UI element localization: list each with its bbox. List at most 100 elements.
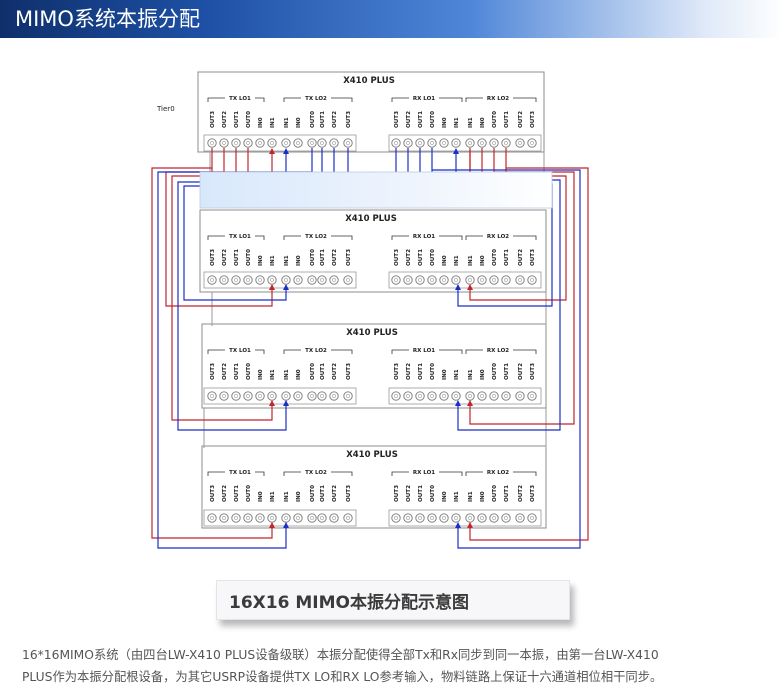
device-label-3: X410 PLUS	[346, 328, 398, 338]
port-label: OUT3	[394, 111, 400, 128]
sma-port-center	[518, 394, 522, 398]
port-label: OUT0	[430, 249, 436, 266]
port-label: OUT1	[504, 111, 510, 128]
group-label-bg	[409, 467, 439, 476]
sma-port-center	[530, 141, 534, 145]
sma-port-center	[418, 141, 422, 145]
sma-port-center	[468, 141, 472, 145]
port-label: OUT2	[406, 485, 412, 502]
group-label-bg	[301, 345, 331, 354]
sma-port-center	[492, 394, 496, 398]
port-label: IN0	[296, 255, 302, 266]
port-label: IN1	[270, 117, 276, 128]
sma-port-center	[406, 516, 410, 520]
sma-port-center	[480, 516, 484, 520]
header-bar: MIMO系统本振分配	[0, 0, 783, 38]
sma-port-center	[442, 516, 446, 520]
sma-port-center	[332, 278, 336, 282]
sma-port-center	[234, 516, 238, 520]
lo-wire-tx	[171, 175, 273, 421]
port-label: OUT3	[394, 363, 400, 380]
port-label: OUT0	[492, 111, 498, 128]
sma-port-center	[310, 516, 314, 520]
port-label: OUT1	[418, 363, 424, 380]
sma-port-center	[284, 141, 288, 145]
port-label: IN0	[480, 255, 486, 266]
port-label: IN1	[454, 491, 460, 502]
group-label-bg	[225, 231, 255, 240]
connector-strip-left	[203, 387, 357, 405]
arrow-head	[283, 284, 289, 290]
arrow-head	[455, 284, 461, 290]
arrow-head	[269, 522, 275, 528]
port-label: OUT1	[320, 111, 326, 128]
port-label: IN0	[296, 117, 302, 128]
group-label-bg	[409, 93, 439, 102]
port-label: OUT2	[518, 249, 524, 266]
sma-port-center	[296, 141, 300, 145]
sma-port-center	[258, 394, 262, 398]
port-label: OUT1	[504, 363, 510, 380]
sma-port-center	[480, 278, 484, 282]
arrow-head	[467, 400, 473, 406]
port-label: OUT0	[310, 111, 316, 128]
device-label-2: X410 PLUS	[345, 214, 397, 224]
sma-port-center	[442, 141, 446, 145]
port-label: IN0	[442, 117, 448, 128]
tier-label: Tier0	[156, 105, 175, 113]
port-label: IN1	[468, 117, 474, 128]
port-label: OUT0	[492, 485, 498, 502]
sma-port-center	[406, 394, 410, 398]
sma-port-center	[320, 516, 324, 520]
port-label: OUT0	[492, 249, 498, 266]
group-label: TX LO2	[305, 470, 327, 476]
port-label: IN0	[442, 255, 448, 266]
sma-port-center	[346, 278, 350, 282]
sma-port-center	[442, 278, 446, 282]
connector-strip-right	[388, 134, 542, 152]
arrow-head	[467, 522, 473, 528]
port-label: IN0	[258, 491, 264, 502]
sma-port-center	[284, 278, 288, 282]
port-label: OUT3	[530, 363, 536, 380]
sma-port-center	[210, 278, 214, 282]
arrow-head	[455, 522, 461, 528]
port-label: OUT3	[394, 485, 400, 502]
sma-port-center	[234, 141, 238, 145]
port-label: OUT2	[406, 363, 412, 380]
port-label: OUT3	[346, 111, 352, 128]
sma-port-center	[346, 141, 350, 145]
diagram-caption: 16X16 MIMO本振分配示意图	[229, 593, 469, 613]
port-label: IN0	[480, 491, 486, 502]
port-label: OUT0	[246, 111, 252, 128]
device-label-4: X410 PLUS	[346, 450, 398, 460]
port-label: OUT2	[332, 111, 338, 128]
port-label: OUT3	[530, 111, 536, 128]
port-label: IN0	[442, 369, 448, 380]
group-label: RX LO2	[487, 96, 509, 102]
port-label: OUT2	[518, 111, 524, 128]
group-label: RX LO1	[413, 234, 435, 240]
port-label: OUT2	[222, 363, 228, 380]
port-label: IN0	[258, 255, 264, 266]
port-label: OUT2	[332, 363, 338, 380]
group-label: TX LO2	[305, 234, 327, 240]
port-label: IN0	[296, 491, 302, 502]
sma-port-center	[222, 394, 226, 398]
group-label: TX LO1	[229, 96, 251, 102]
sma-port-center	[480, 394, 484, 398]
sma-port-center	[320, 394, 324, 398]
port-label: IN1	[454, 117, 460, 128]
port-label: IN1	[284, 491, 290, 502]
sma-port-center	[258, 141, 262, 145]
port-label: OUT0	[246, 363, 252, 380]
sma-port-center	[430, 141, 434, 145]
group-label: TX LO2	[305, 348, 327, 354]
sma-port-center	[246, 516, 250, 520]
arrow-head	[283, 522, 289, 528]
connector-strip-right	[388, 509, 542, 527]
port-label: IN1	[284, 117, 290, 128]
port-label: IN1	[284, 255, 290, 266]
arrow-head	[283, 400, 289, 406]
